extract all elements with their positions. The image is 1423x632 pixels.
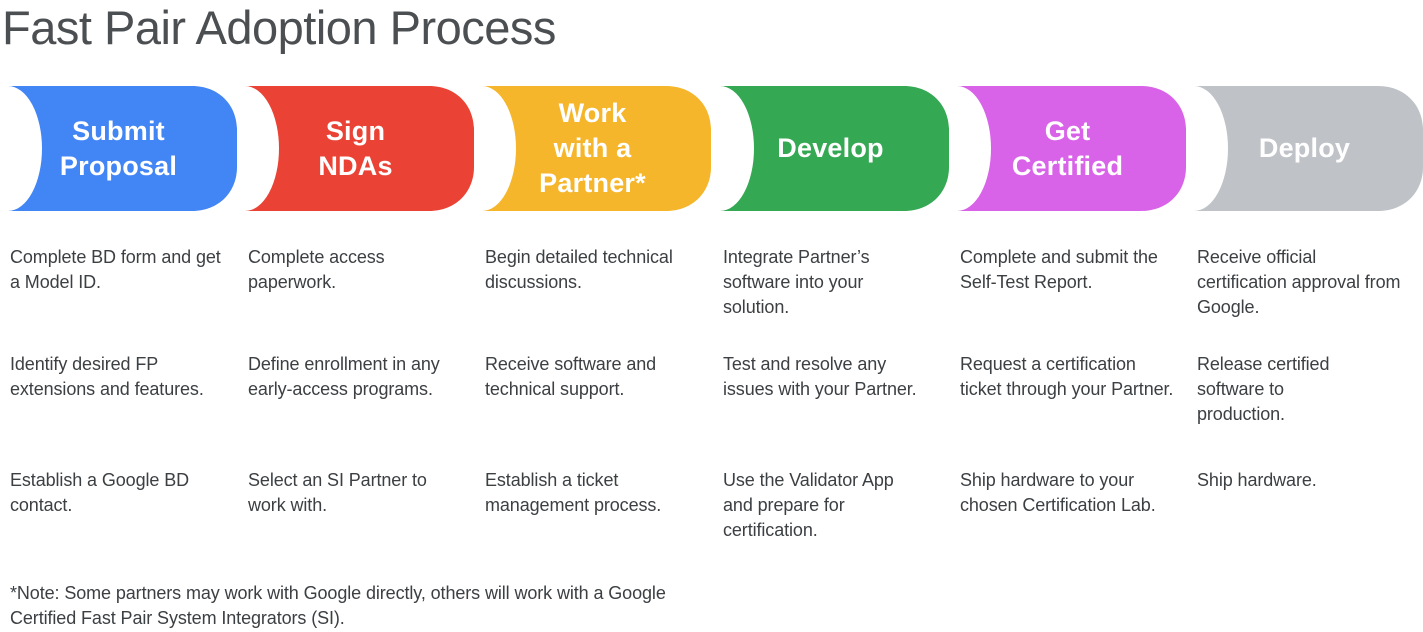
step-text: Integrate Partner’s software into your s… xyxy=(723,247,870,317)
pill-shape xyxy=(720,86,949,211)
stage-label: Develop xyxy=(777,133,884,163)
step-text: Begin detailed technical discussions. xyxy=(485,247,673,292)
step-text: Receive official certification approval … xyxy=(1197,247,1401,317)
stage-pill-graphic xyxy=(720,86,949,211)
step-text: Ship hardware. xyxy=(1197,470,1317,490)
pill-shape xyxy=(482,86,711,211)
stage-pill-graphic xyxy=(1194,86,1423,211)
step-text: Establish a Google BD contact. xyxy=(10,470,189,515)
stage-label: Deploy xyxy=(1258,133,1351,163)
step-text: Test and resolve any issues with your Pa… xyxy=(723,354,917,399)
step-text: Identify desired FP extensions and featu… xyxy=(10,354,204,399)
stage-pill-graphic xyxy=(957,86,1186,211)
step-text: Ship hardware to your chosen Certificati… xyxy=(960,470,1156,515)
step-text: Use the Validator App and prepare for ce… xyxy=(723,470,894,540)
pill-shape xyxy=(8,86,237,211)
stage-label: Work with a Partner* xyxy=(539,98,646,198)
stage-label: Get Certified xyxy=(1011,115,1124,181)
step-text: Define enrollment in any early-access pr… xyxy=(248,354,440,399)
pill-shape xyxy=(245,86,474,211)
step-text: Receive software and technical support. xyxy=(485,354,657,399)
stage-pill-graphic xyxy=(245,86,474,211)
stage-shape-get-certified: Get Certified xyxy=(949,86,1186,211)
stage-label: Submit Proposal xyxy=(59,115,178,181)
stage-shape-sign-ndas: Sign NDAs xyxy=(237,86,474,211)
step-text: Establish a ticket management process. xyxy=(485,470,662,515)
stage-shape-work-with-partner: Work with a Partner* xyxy=(474,86,711,211)
step-text: Release certified software to production… xyxy=(1197,354,1330,424)
stage-shape-submit-proposal: Submit Proposal xyxy=(0,86,237,211)
stage-shape-deploy: Deploy xyxy=(1186,86,1423,211)
stage-label: Sign NDAs xyxy=(318,115,393,181)
step-text: Complete and submit the Self-Test Report… xyxy=(960,247,1158,292)
step-text: Complete access paperwork. xyxy=(248,247,385,292)
step-text: Complete BD form and get a Model ID. xyxy=(10,247,221,292)
stage-shape-develop: Develop xyxy=(712,86,949,211)
step-text: Select an SI Partner to work with. xyxy=(248,470,427,515)
pill-shape xyxy=(957,86,1186,211)
stage-pill-graphic xyxy=(482,86,711,211)
page-title: Fast Pair Adoption Process xyxy=(2,1,556,54)
footnote: *Note: Some partners may work with Googl… xyxy=(10,583,666,628)
step-text: Request a certification ticket through y… xyxy=(960,354,1174,399)
pill-shape xyxy=(1194,86,1423,211)
stage-pill-graphic xyxy=(8,86,237,211)
